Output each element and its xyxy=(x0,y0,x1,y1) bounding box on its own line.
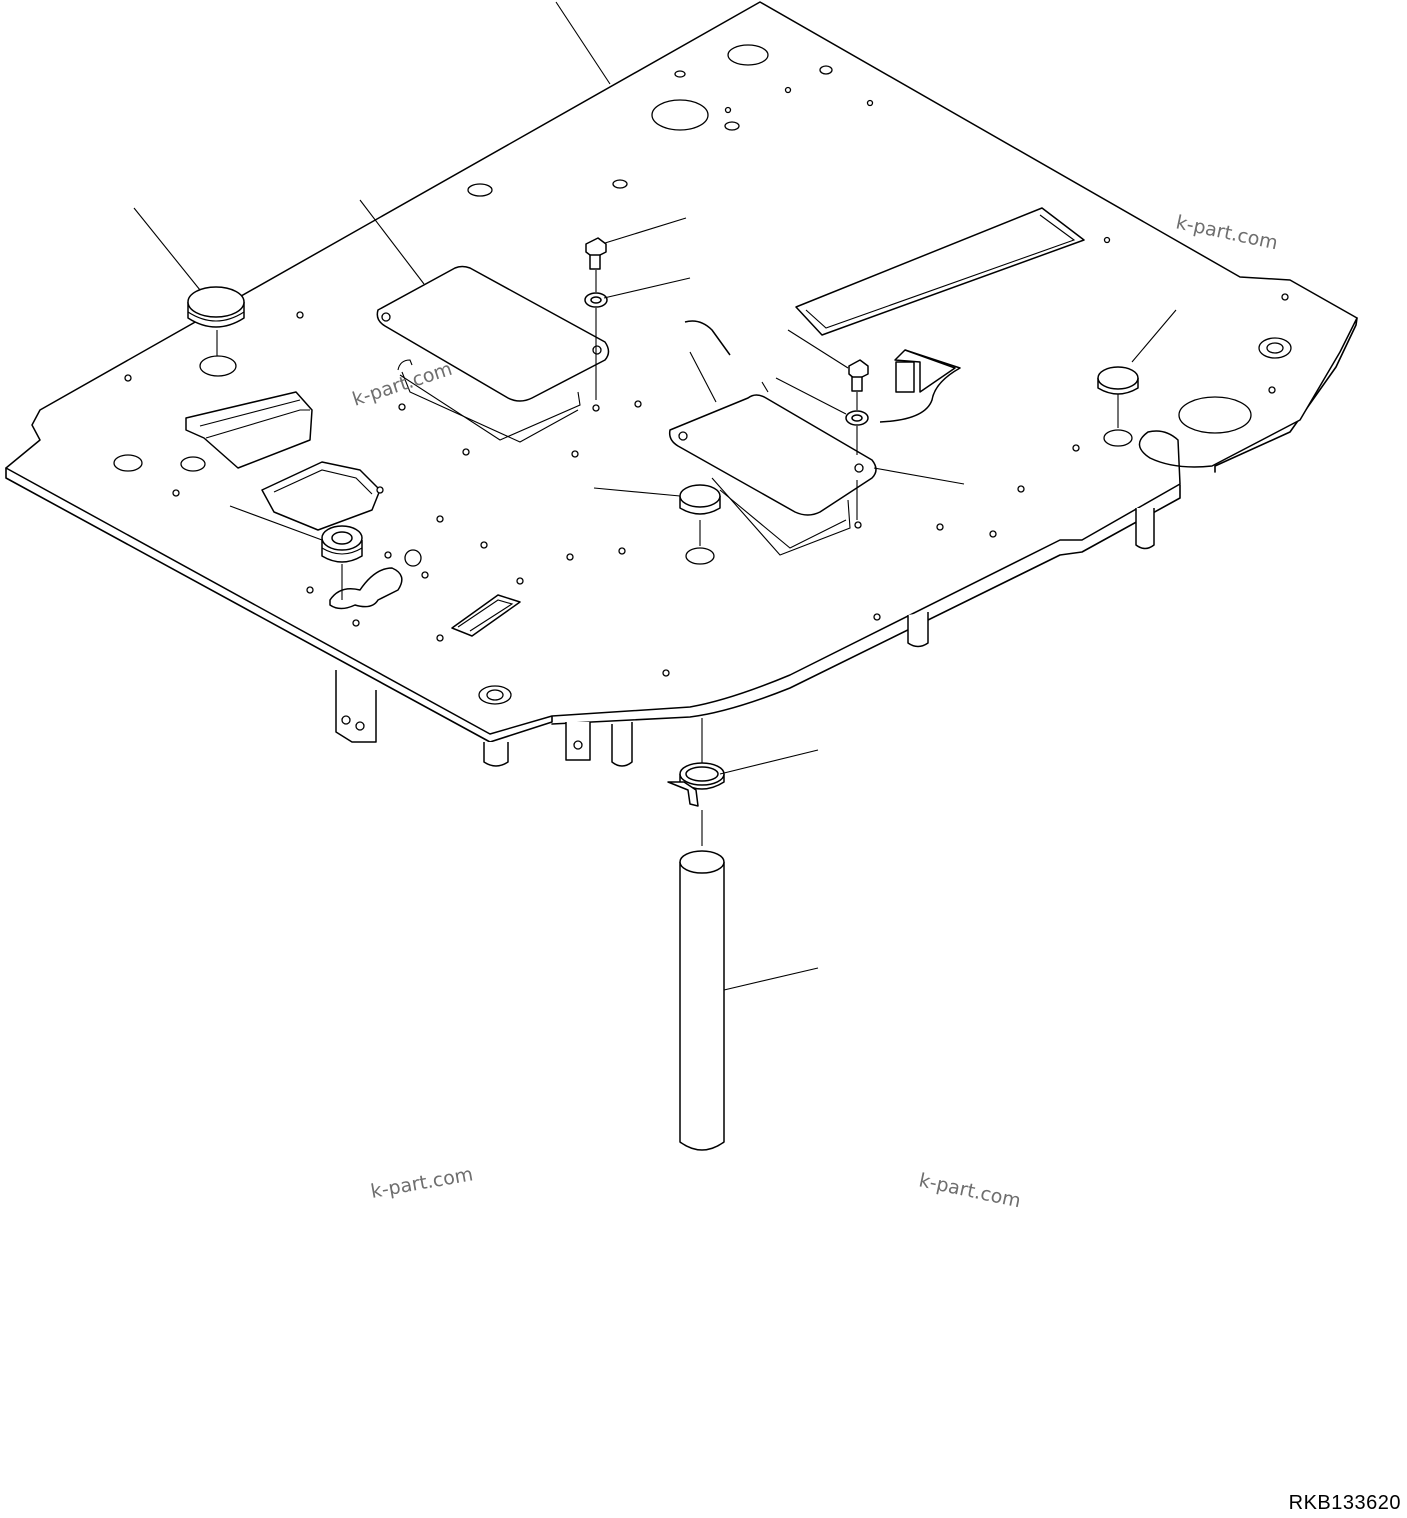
plate-slot xyxy=(795,207,1085,336)
keyhole-cutout xyxy=(329,567,403,610)
plate-cutout-mid xyxy=(684,320,961,423)
bracket-right-post xyxy=(895,361,915,393)
watermark-4: k-part.com xyxy=(917,1169,1023,1212)
cover-plate-left xyxy=(376,265,610,443)
plate-slot-lower xyxy=(451,594,521,637)
hose-clamp xyxy=(667,718,725,846)
support-legs xyxy=(335,508,1155,767)
leader-lines xyxy=(133,1,1177,991)
bolt-right xyxy=(848,359,869,410)
plate-holes xyxy=(113,44,1292,705)
left-bracket xyxy=(185,391,313,469)
grommet-left xyxy=(321,525,363,600)
plug-right xyxy=(1097,366,1139,447)
drawing-code: RKB133620 xyxy=(1288,1492,1401,1514)
bolt-upper xyxy=(585,237,607,292)
bracket-right xyxy=(894,349,956,393)
washer-right xyxy=(845,410,869,529)
washer-upper xyxy=(584,292,608,412)
watermark-3: k-part.com xyxy=(369,1163,475,1203)
plug-large-left xyxy=(187,286,245,377)
tube xyxy=(679,850,725,1151)
left-opening xyxy=(261,461,381,531)
cover-plate-right xyxy=(668,394,877,556)
